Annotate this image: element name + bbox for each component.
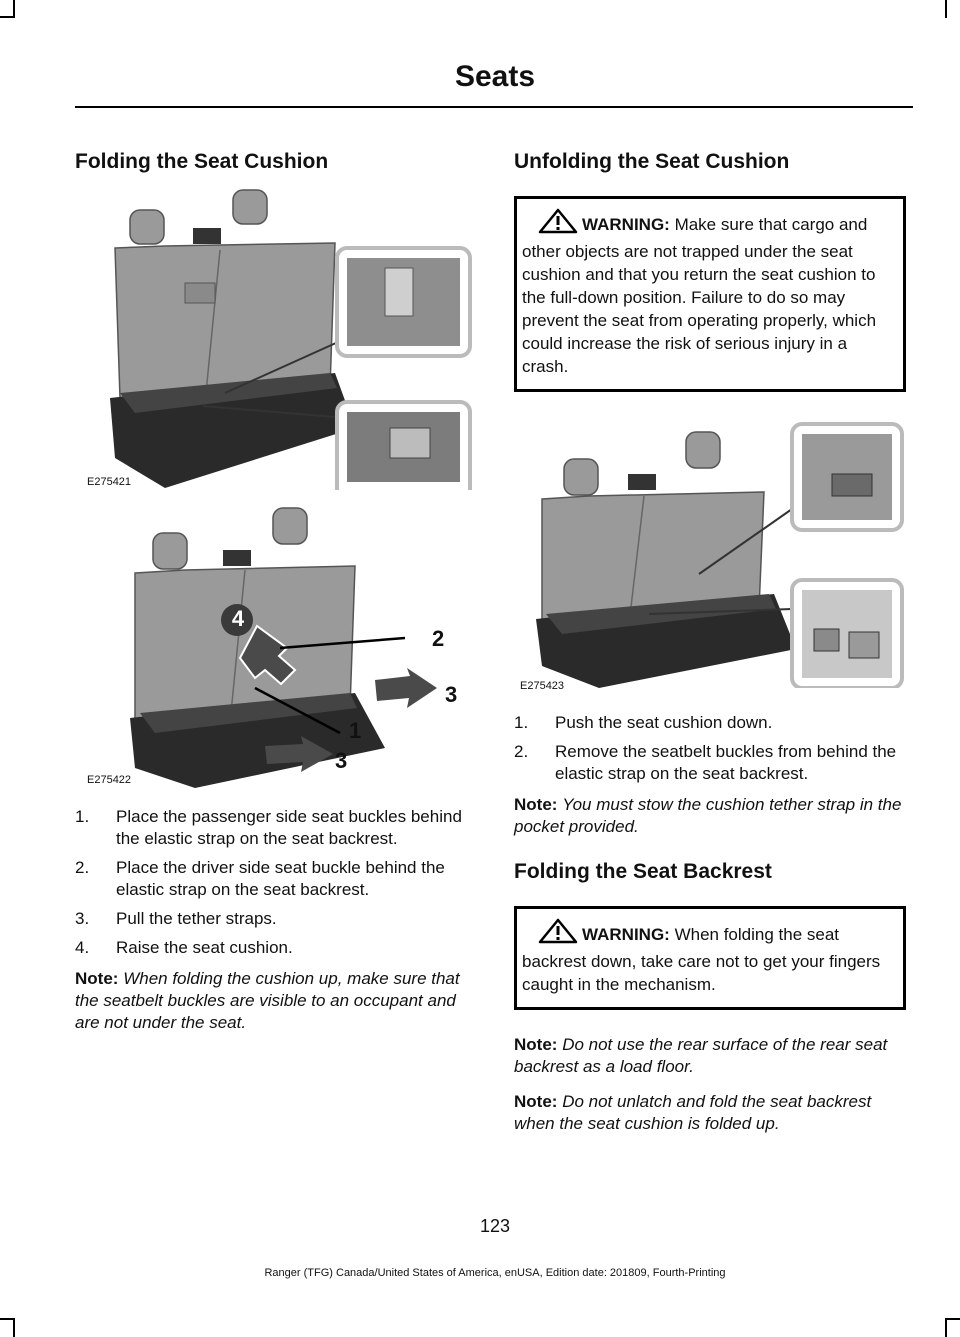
seat-buckles-illustration	[110, 189, 472, 514]
warning-box-cargo: WARNING: Make sure that cargo and other …	[514, 196, 906, 392]
page-header-title: Seats	[454, 60, 536, 93]
fold-cushion-steps-list: 1.Place the passenger side seat buckles …	[75, 806, 473, 959]
note-load-floor: Note: Do not use the rear surface of the…	[514, 1035, 888, 1076]
list-item: 1.Push the seat cushion down.	[514, 713, 773, 732]
crop-mark-top-left-v	[13, 0, 15, 16]
warning-triangle-icon	[538, 208, 578, 240]
crop-mark-bottom-right-h	[945, 1318, 960, 1320]
figure-code-e275421: E275421	[87, 476, 132, 488]
crop-mark-bottom-left-v	[13, 1318, 15, 1337]
left-column: Folding the Seat Cushion E275421	[75, 140, 473, 1034]
list-item: 3.Pull the tether straps.	[75, 909, 277, 928]
fold-cushion-illustration	[130, 507, 437, 788]
figure-unfold-cushion: E275423	[514, 404, 906, 692]
right-column: Unfolding the Seat Cushion WARNING: Make…	[514, 140, 906, 1135]
callout-4: 4	[231, 606, 245, 631]
figure-seat-buckles-detail: E275421	[75, 188, 473, 514]
heading-unfolding-seat-cushion: Unfolding the Seat Cushion	[514, 150, 790, 173]
heading-folding-seat-backrest: Folding the Seat Backrest	[514, 860, 772, 883]
list-item: 4.Raise the seat cushion.	[75, 938, 293, 957]
figure-code-e275423: E275423	[520, 680, 565, 692]
list-item: 2.Remove the seatbelt buckles from behin…	[514, 742, 897, 783]
list-item: 1.Place the passenger side seat buckles …	[75, 807, 462, 848]
note-do-not-unlatch: Note: Do not unlatch and fold the seat b…	[514, 1092, 872, 1133]
page-number: 123	[479, 1216, 511, 1236]
crop-mark-top-right	[945, 0, 947, 18]
callout-1: 1	[349, 718, 362, 743]
callout-3-bottom: 3	[335, 748, 348, 773]
unfold-cushion-steps-list: 1.Push the seat cushion down. 2.Remove t…	[514, 712, 906, 785]
figure-fold-cushion-steps: 4 2 3 1 3 E275422	[75, 498, 473, 788]
callout-3-right: 3	[445, 682, 458, 707]
crop-mark-bottom-left-h	[0, 1318, 15, 1320]
unfold-cushion-illustration	[536, 422, 904, 690]
crop-mark-bottom-right-v	[945, 1318, 947, 1337]
crop-mark-top-left-h	[0, 16, 15, 18]
heading-folding-seat-cushion: Folding the Seat Cushion	[75, 150, 329, 173]
list-item: 2.Place the driver side seat buckle behi…	[75, 858, 445, 899]
callout-2: 2	[432, 626, 445, 651]
note-cushion-tether: Note: You must stow the cushion tether s…	[514, 795, 902, 836]
footer-edition-text: Ranger (TFG) Canada/United States of Ame…	[264, 1267, 726, 1279]
header-divider	[75, 106, 913, 108]
warning-triangle-icon	[538, 918, 578, 950]
warning-box-fingers: WARNING: When folding the seat backrest …	[514, 906, 906, 1010]
note-fold-cushion: Note: When folding the cushion up, make …	[75, 969, 460, 1032]
figure-code-e275422: E275422	[87, 774, 132, 786]
